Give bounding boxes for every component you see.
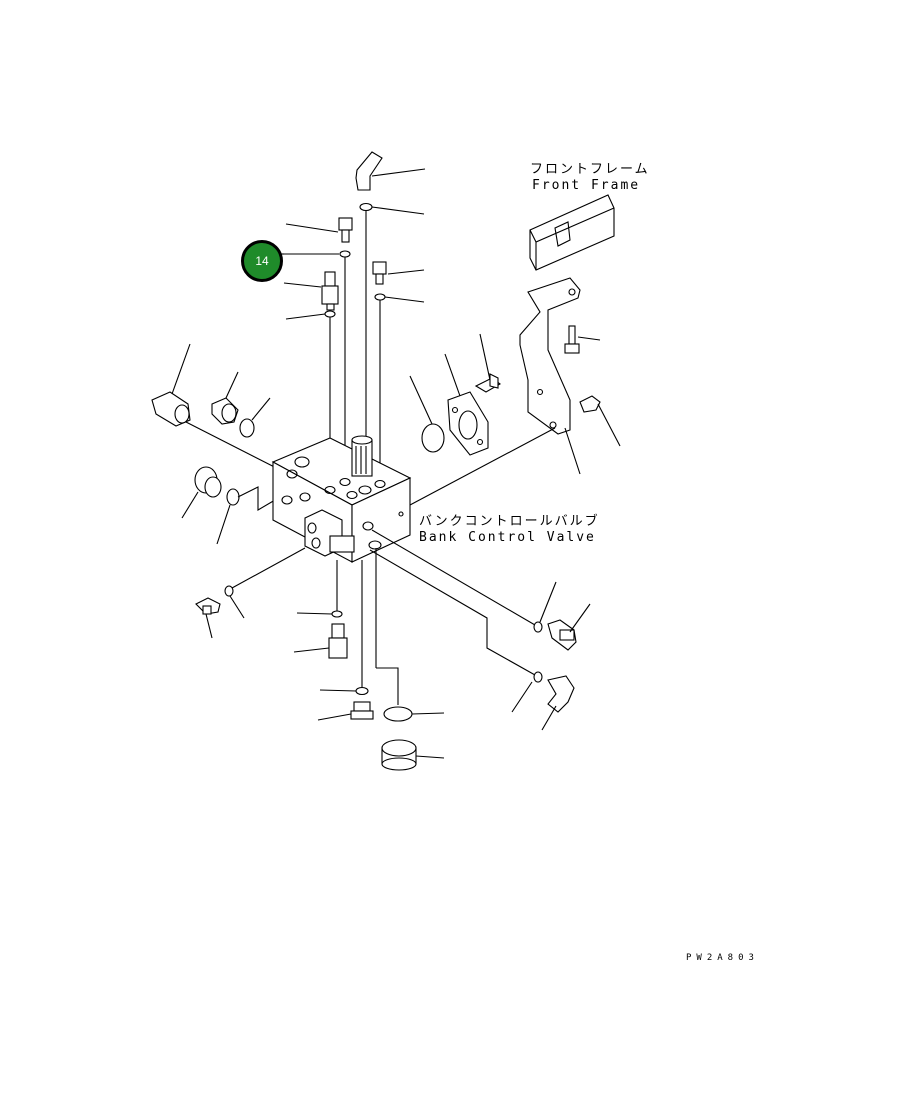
- plug-large-left: [211, 397, 239, 425]
- flange-bolt: [474, 373, 501, 393]
- fitting-right-1: [547, 619, 577, 651]
- plug-small-1: [338, 217, 353, 243]
- plug-small-2: [372, 261, 387, 285]
- drawing-code: PW2A803: [686, 953, 759, 963]
- plug-lower-mid: [350, 701, 374, 720]
- elbow-fitting-top: [355, 151, 383, 191]
- plug-lower-left: [195, 597, 221, 615]
- part-callout-14[interactable]: 14: [241, 240, 283, 282]
- front-frame-label-en: Front Frame: [532, 178, 641, 193]
- front-frame-part: [529, 194, 615, 271]
- bracket-bolt-upper: [564, 325, 580, 354]
- elbow-fitting-right-2: [547, 675, 575, 713]
- check-valve-lower: [328, 623, 348, 659]
- front-frame-label-jp: フロントフレーム: [530, 162, 650, 177]
- plug-round-left: [194, 466, 222, 498]
- relief-valve-on-top: [351, 435, 373, 477]
- bank-valve-label-jp: バンクコントロールバルブ: [419, 514, 600, 529]
- bank-valve-label-en: Bank Control Valve: [419, 530, 596, 545]
- connector-left: [151, 391, 191, 427]
- bracket-part: [519, 277, 581, 435]
- plug-large-bottom: [381, 739, 417, 771]
- bracket-bolt-lower: [579, 395, 621, 447]
- check-valve-small: [321, 271, 339, 311]
- solenoid-on-front: [304, 509, 355, 557]
- flange-plate: [447, 391, 489, 456]
